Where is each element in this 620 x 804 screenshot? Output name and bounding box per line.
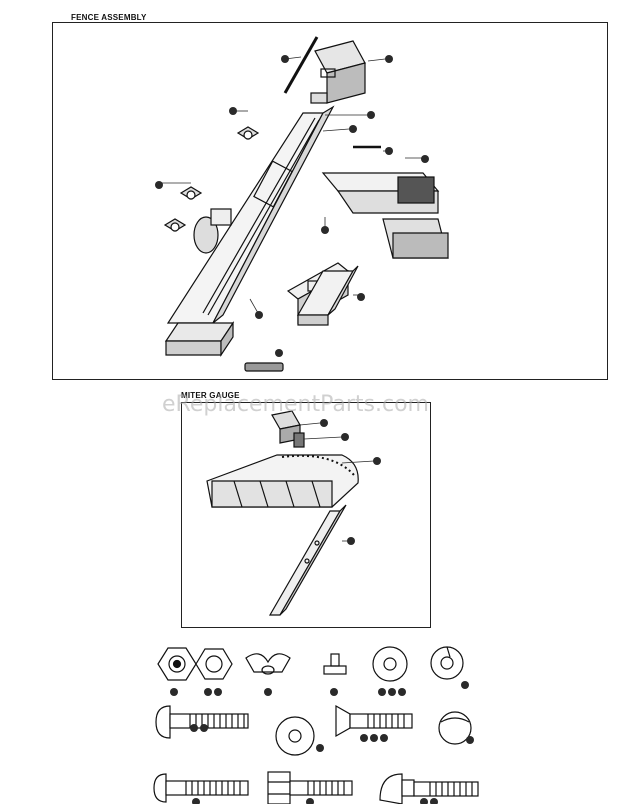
callout-marker	[349, 125, 357, 133]
split-washer	[438, 711, 472, 745]
callout-marker	[321, 226, 329, 234]
callout-marker	[341, 433, 349, 441]
wing-nut	[245, 653, 291, 675]
miter-gauge-title: MITER GAUGE	[181, 391, 240, 400]
fence-assembly-panel	[52, 22, 608, 380]
hex-nut	[157, 647, 197, 681]
pan-head-screw	[155, 705, 249, 739]
callout-marker	[170, 688, 178, 696]
callout-marker	[370, 734, 378, 742]
callout-marker	[281, 55, 289, 63]
truss-screw	[153, 773, 249, 803]
callout-leaders	[299, 422, 375, 542]
callout-marker	[255, 311, 263, 319]
callout-marker	[320, 419, 328, 427]
callout-marker	[330, 688, 338, 696]
miter-gauge-body	[206, 454, 359, 508]
callout-marker	[421, 155, 429, 163]
miter-gauge-drawing	[206, 410, 381, 616]
flat-head-screw	[335, 704, 413, 738]
callout-marker	[398, 688, 406, 696]
callout-marker	[385, 55, 393, 63]
hex-bolt	[267, 771, 353, 804]
callout-marker	[357, 293, 365, 301]
callout-marker	[378, 688, 386, 696]
miter-guide-bar	[268, 504, 347, 616]
callout-marker	[229, 107, 237, 115]
flat-washer	[275, 716, 315, 756]
end-cap	[310, 40, 366, 104]
fence-base	[164, 321, 235, 357]
miter-gauge-panel	[181, 402, 431, 628]
callout-marker	[155, 181, 163, 189]
wing-knob	[179, 186, 203, 200]
callout-marker	[461, 681, 469, 689]
hex-nut	[195, 648, 233, 680]
callout-marker	[316, 744, 324, 752]
callout-marker	[367, 111, 375, 119]
callout-marker	[275, 349, 283, 357]
hardware-legend	[153, 646, 479, 804]
watermark: eReplacementParts.com	[162, 392, 429, 417]
fence-rail	[166, 105, 335, 324]
callout-marker	[192, 798, 200, 804]
callout-marker	[360, 734, 368, 742]
callout-marker	[214, 688, 222, 696]
wing-knob	[163, 218, 187, 232]
rod	[283, 36, 319, 94]
lock-washer	[430, 646, 464, 680]
callout-marker	[380, 734, 388, 742]
threaded-stud	[293, 432, 305, 448]
callout-marker	[306, 798, 314, 804]
t-nut	[323, 653, 347, 675]
front-clamp	[193, 208, 232, 254]
callout-marker	[466, 736, 474, 744]
wing-knob	[236, 126, 260, 140]
callout-marker	[200, 724, 208, 732]
fence-assembly-title: FENCE ASSEMBLY	[71, 13, 147, 22]
callout-marker	[388, 688, 396, 696]
plate	[244, 362, 284, 372]
flat-washer	[372, 646, 408, 682]
callout-marker	[385, 147, 393, 155]
callout-marker	[264, 688, 272, 696]
callout-marker	[190, 724, 198, 732]
callout-marker	[430, 798, 438, 804]
callout-marker	[373, 457, 381, 465]
fence-assembly-drawing	[155, 36, 449, 372]
clamp-bar	[296, 265, 359, 326]
rear-lock-housing	[321, 172, 449, 259]
callout-marker	[347, 537, 355, 545]
carriage-bolt	[379, 773, 479, 804]
callout-marker	[420, 798, 428, 804]
callout-marker	[204, 688, 212, 696]
